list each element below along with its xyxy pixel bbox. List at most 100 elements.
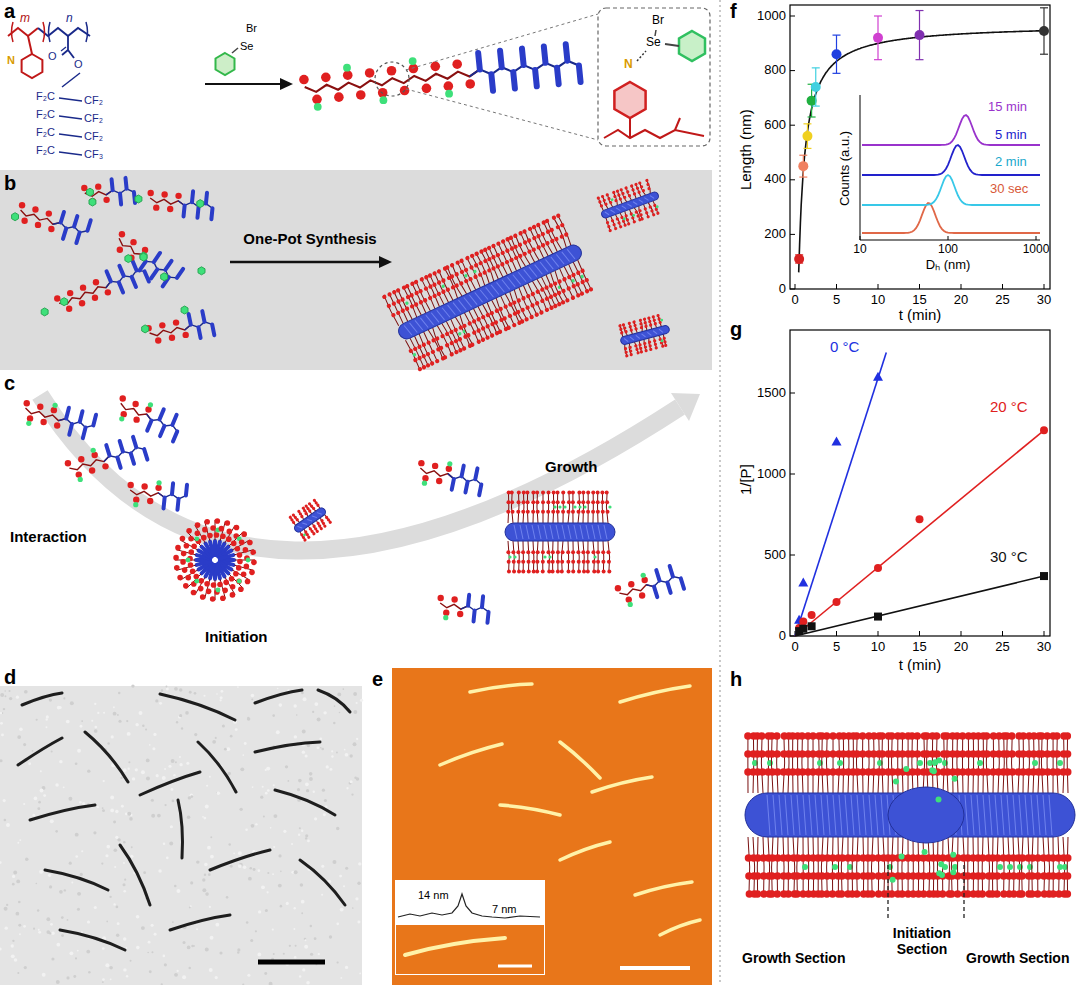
pyridine-unit [430, 62, 440, 72]
polymer-chain [106, 270, 145, 287]
fluoro-unit [117, 457, 120, 468]
pyridine-unit [438, 345, 444, 351]
tem-noise [297, 788, 300, 791]
tem-noise [261, 885, 265, 889]
pyridine-unit [556, 550, 560, 554]
tem-noise [171, 759, 175, 763]
corona-chain [747, 733, 748, 793]
pyridine-unit [19, 202, 25, 208]
size-distribution [862, 203, 1040, 233]
pyridine-unit [319, 526, 323, 530]
tem-noise [61, 934, 64, 937]
tem-noise [4, 907, 8, 911]
tem-noise [164, 768, 166, 770]
corona-chain [856, 733, 858, 793]
pyridine-unit [237, 552, 243, 558]
pyridine-unit [233, 571, 239, 577]
selenium-unit [641, 573, 646, 578]
polymer-chain [69, 456, 109, 470]
nanorod-image [560, 742, 600, 778]
tick [961, 631, 962, 636]
pyridine-unit [606, 510, 610, 514]
rod-core [821, 795, 824, 835]
pyridine-unit [536, 550, 540, 554]
tick [1044, 631, 1045, 636]
fluoro-unit [557, 68, 559, 84]
fluoro-unit [69, 424, 72, 435]
pyridine-unit [531, 550, 535, 554]
pyridine-unit [188, 536, 194, 542]
tem-noise [309, 777, 313, 781]
pyridine-unit [432, 293, 438, 299]
ring-symbol [61, 298, 68, 306]
tem-noise [102, 807, 104, 809]
pyridine-unit [92, 295, 98, 301]
corona-chain [1018, 733, 1019, 793]
tem-noise [8, 690, 10, 692]
corona-chain [821, 837, 823, 897]
tem-noise [221, 690, 224, 693]
fluoro-unit [654, 587, 657, 598]
nanorod-image [318, 690, 350, 712]
tem-noise [0, 759, 3, 762]
data-point [794, 254, 804, 264]
data-point [874, 613, 882, 621]
tem-noise [302, 968, 305, 971]
selenium-unit [216, 588, 221, 593]
axis [860, 95, 861, 240]
corona-chain [1043, 837, 1045, 897]
tem-noise [66, 720, 70, 724]
rod-core [767, 795, 770, 835]
rod-core [995, 795, 998, 835]
corona-chain [862, 733, 863, 793]
pyridine-unit [230, 584, 236, 590]
backbone [8, 28, 38, 36]
rod-core [556, 525, 559, 539]
pyridine-unit [119, 231, 125, 237]
pyridine-unit [507, 569, 511, 573]
tem-noise [116, 934, 119, 937]
pyridine-unit [312, 95, 322, 105]
tem-noise [149, 970, 152, 973]
tem-noise [305, 834, 308, 837]
corona-chain [853, 733, 854, 793]
pyridine-unit [182, 567, 188, 573]
tem-noise [187, 816, 191, 820]
pyridine-unit [914, 750, 922, 758]
nanorod [287, 497, 334, 542]
bond [62, 50, 68, 55]
pyridine-unit [526, 550, 530, 554]
tem-noise [226, 747, 230, 751]
corona-chain [458, 315, 474, 347]
pyridine-unit [24, 400, 30, 406]
pyridine-unit [591, 491, 595, 495]
corona-chain [527, 491, 529, 523]
tem-noise [310, 925, 313, 928]
tem-noise [257, 953, 261, 957]
tem-noise [280, 871, 282, 873]
selenium-unit [443, 615, 448, 620]
pyridine-unit [235, 546, 241, 552]
pyridine-unit [581, 500, 585, 504]
tem-noise [306, 981, 310, 985]
ring-symbol [614, 82, 645, 118]
tem-noise [23, 925, 26, 928]
nanorod-image [160, 694, 235, 720]
fluoro-unit [462, 466, 464, 477]
tem-noise [12, 940, 14, 942]
corona-chain [543, 491, 544, 523]
tem-noise [73, 975, 76, 978]
tem-noise [51, 957, 54, 960]
tem-noise [50, 819, 54, 823]
fluoro-unit [132, 260, 136, 270]
pyridine-unit [1064, 750, 1072, 758]
tem-noise [337, 692, 341, 696]
pyridine-unit [541, 500, 545, 504]
tem-noise [272, 873, 274, 875]
pyridine-unit [234, 525, 240, 531]
corona-chain [533, 491, 534, 523]
selenium-unit [194, 536, 199, 541]
tem-noise [293, 928, 295, 930]
pyridine-unit [220, 595, 226, 601]
error-bar [799, 155, 807, 156]
